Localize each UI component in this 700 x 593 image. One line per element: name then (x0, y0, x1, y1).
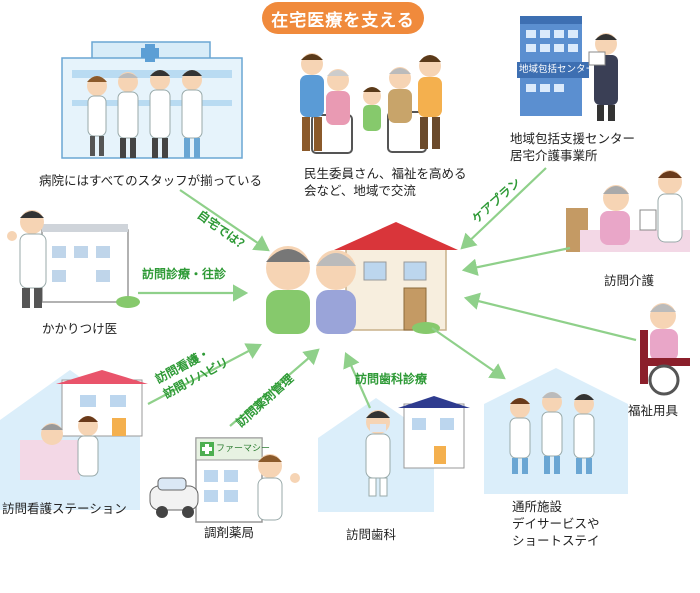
arrow-center (460, 167, 547, 250)
label-family-doctor: かかりつけ医 (42, 321, 118, 336)
label-dental: 訪問歯科 (346, 527, 397, 542)
label-community-line1: 民生委員さん、福祉を高める (304, 166, 467, 181)
day-facility-illustration (484, 368, 628, 494)
label-hospital: 病院にはすべてのスタッフが揃っている (39, 173, 263, 188)
arrow-dental (343, 351, 372, 409)
label-pharmacy: 調剤薬局 (204, 525, 255, 540)
label-center-line1: 地域包括支援センター (510, 131, 636, 146)
center-sign: 地域包括センター (519, 64, 589, 75)
arrow-hospital (179, 189, 270, 252)
arrow-pharmacy (229, 348, 320, 427)
page-title: 在宅医療を支える (271, 10, 415, 31)
label-day-line3: ショートステイ (512, 533, 600, 548)
arrows (138, 167, 637, 427)
label-center: 地域包括支援センター 居宅介護事業所 (510, 130, 635, 164)
arrow-nursing (147, 343, 262, 405)
label-center-line2: 居宅介護事業所 (510, 148, 598, 163)
label-day-line2: デイサービスや (512, 516, 600, 531)
label-home-care: 訪問介護 (604, 273, 655, 288)
pharmacy-illustration (149, 437, 300, 523)
central-home-illustration (266, 222, 458, 334)
label-day-line1: 通所施設 (512, 499, 563, 514)
label-welfare: 福祉用具 (628, 403, 679, 418)
home-care-illustration (566, 170, 690, 252)
family-doctor-illustration (7, 210, 140, 308)
center-illustration (517, 16, 618, 121)
welfare-illustration (640, 303, 690, 396)
community-illustration (300, 53, 442, 154)
label-nursing-station: 訪問看護ステーション (2, 501, 127, 516)
label-community: 民生委員さん、福祉を高める 会など、地域で交流 (304, 165, 467, 199)
arrow-label-shika: 訪問歯科診療 (355, 372, 428, 386)
nursing-station-illustration (0, 370, 148, 510)
hospital-illustration (61, 41, 243, 159)
label-day-facility: 通所施設 デイサービスや ショートステイ (512, 498, 600, 549)
arrow-label-houmon-shinryo: 訪問診療・往診 (142, 267, 227, 281)
arrow-home-care (461, 246, 571, 276)
label-community-line2: 会など、地域で交流 (304, 183, 416, 198)
arrow-welfare (463, 292, 637, 342)
title-pill: 在宅医療を支える (262, 2, 424, 34)
dental-illustration (318, 396, 470, 512)
pharmacy-sign: ファーマシー (216, 444, 271, 454)
arrow-day-facility (431, 327, 506, 380)
